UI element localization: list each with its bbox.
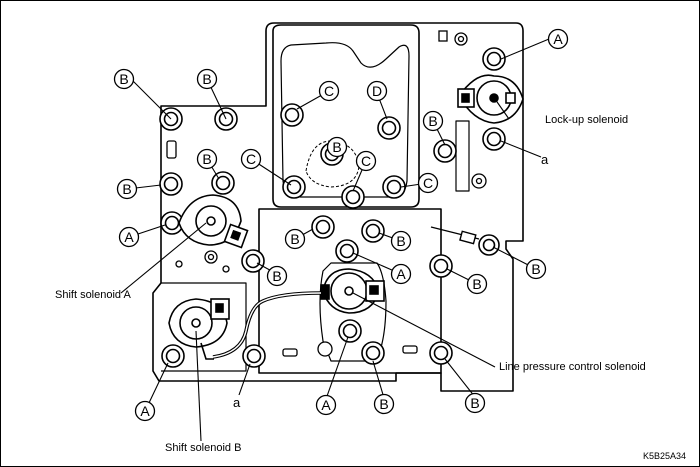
callout-label: C <box>318 80 340 102</box>
svg-text:A: A <box>140 403 150 419</box>
svg-text:B: B <box>428 113 437 129</box>
svg-text:B: B <box>122 181 131 197</box>
svg-text:C: C <box>246 151 256 167</box>
line-pressure-solenoid-label: Line pressure control solenoid <box>499 361 646 373</box>
shift-solenoid-a-icon <box>178 194 249 249</box>
callout-label: B <box>525 258 547 280</box>
bolt-icon <box>429 254 453 278</box>
bolt-icon <box>161 344 185 368</box>
bolt-icon <box>361 341 385 365</box>
upper-gasket <box>280 42 410 198</box>
right-rail <box>455 120 470 192</box>
lockup-solenoid-label: Lock-up solenoid <box>545 114 628 126</box>
bolt-icon <box>382 175 406 199</box>
center-rib <box>319 262 387 362</box>
callout-label: C <box>355 150 377 172</box>
bolt-icon <box>478 234 500 256</box>
callout-label: B <box>422 110 444 132</box>
callout-label: A <box>118 226 140 248</box>
bolt-icon <box>282 175 306 199</box>
callout-label: A <box>390 263 412 285</box>
callout-label: B <box>266 265 288 287</box>
bolt-icon <box>311 215 335 239</box>
callout-label: B <box>373 393 395 415</box>
callout-label: B <box>326 136 348 158</box>
callout-label: C <box>240 148 262 170</box>
shift-solenoid-b-label: Shift solenoid B <box>165 442 241 454</box>
svg-text:B: B <box>472 276 481 292</box>
bolt-icon <box>335 239 359 263</box>
callout-label: D <box>366 80 388 102</box>
svg-text:B: B <box>379 396 388 412</box>
callout-label: A <box>547 28 569 50</box>
callout-label: B <box>466 273 488 295</box>
lower-plate <box>258 208 442 374</box>
svg-text:B: B <box>119 71 128 87</box>
bolt-icon <box>429 341 453 365</box>
svg-text:C: C <box>423 175 433 191</box>
callout-label: B <box>113 68 135 90</box>
svg-text:A: A <box>124 229 134 245</box>
bolt-icon <box>482 127 506 151</box>
bolt-icon <box>338 319 362 343</box>
callout-label: B <box>196 148 218 170</box>
callout-label: C <box>417 172 439 194</box>
harness-clip-icon <box>430 226 480 245</box>
holes <box>166 30 487 357</box>
svg-text:B: B <box>531 261 540 277</box>
shift-solenoid-a-label: Shift solenoid A <box>55 289 131 301</box>
valve-body-outline <box>152 22 524 392</box>
upper-plate <box>272 24 420 208</box>
svg-text:B: B <box>202 71 211 87</box>
line-pressure-solenoid-icon <box>320 268 385 314</box>
bolt-icon <box>159 172 183 196</box>
bolt-icon <box>482 47 506 71</box>
shift-solenoid-b-icon <box>168 298 230 360</box>
bolt-icon <box>242 344 266 368</box>
callout-label: A <box>134 400 156 422</box>
callouts: A B B B C D B B C B C C A B B A B A B B … <box>113 28 569 422</box>
bolt-icon <box>160 211 184 235</box>
svg-text:A: A <box>553 31 563 47</box>
hidden-port <box>305 140 360 188</box>
svg-text:C: C <box>324 83 334 99</box>
svg-text:A: A <box>321 397 331 413</box>
bolt-icon <box>341 185 365 209</box>
lockup-solenoid-icon <box>457 74 524 124</box>
bolt-icon <box>280 103 304 127</box>
callout-label: B <box>284 228 306 250</box>
svg-text:B: B <box>290 231 299 247</box>
callout-label: B <box>464 392 486 414</box>
svg-text:C: C <box>361 153 371 169</box>
a-label-bottom: a <box>233 395 241 410</box>
bolt-icon <box>433 139 457 163</box>
svg-text:B: B <box>332 139 341 155</box>
callout-label: A <box>315 394 337 416</box>
bolt-icon <box>361 219 385 243</box>
svg-text:B: B <box>396 233 405 249</box>
figure-code: K5B25A34 <box>643 451 686 461</box>
bolt-icon <box>377 116 401 140</box>
callout-label: B <box>196 68 218 90</box>
a-label-right: a <box>541 152 549 167</box>
callout-label: B <box>390 230 412 252</box>
svg-text:D: D <box>372 83 382 99</box>
callout-label: B <box>116 178 138 200</box>
svg-text:B: B <box>202 151 211 167</box>
svg-text:B: B <box>272 268 281 284</box>
svg-text:B: B <box>470 395 479 411</box>
bolt-icon <box>241 249 265 273</box>
bolt-group <box>159 47 506 368</box>
bolt-icon <box>211 171 235 195</box>
svg-text:A: A <box>396 266 406 282</box>
